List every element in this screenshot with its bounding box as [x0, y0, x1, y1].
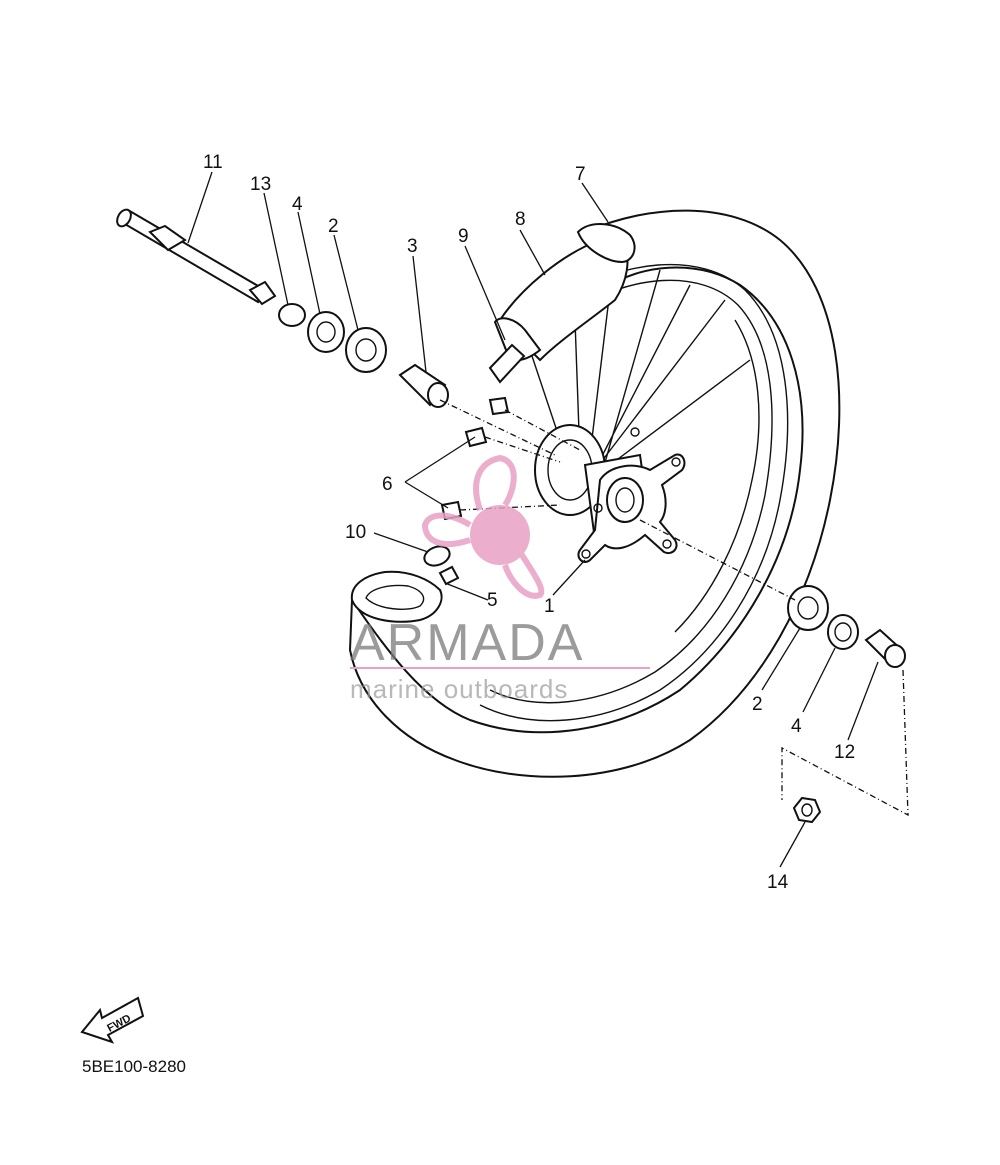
watermark-tagline: marine outboards [350, 674, 568, 704]
nut-14 [792, 796, 822, 824]
bearing-2-right [787, 585, 829, 631]
callout-13: 13 [250, 174, 271, 195]
bearing-2-left [345, 327, 387, 373]
rim-band-8 [498, 223, 636, 362]
balance-weight-10 [423, 545, 460, 586]
callout-2-left: 2 [328, 216, 339, 237]
leader-lines [187, 171, 879, 868]
callout-4-right: 4 [791, 716, 802, 737]
callout-2-right: 2 [752, 694, 763, 715]
callout-10: 10 [345, 522, 366, 543]
callout-6: 6 [382, 474, 393, 495]
callout-1: 1 [544, 596, 555, 617]
callout-3: 3 [407, 236, 418, 257]
fwd-arrow-icon: FWD [80, 996, 145, 1044]
collar-13 [278, 303, 306, 327]
tire-7 [348, 209, 841, 778]
callout-7: 7 [575, 164, 586, 185]
callout-9: 9 [458, 226, 469, 247]
callout-5: 5 [487, 590, 498, 611]
tube-valve-9 [488, 317, 542, 384]
callout-11: 11 [203, 152, 223, 173]
drawing-code: 5BE100-8280 [82, 1057, 186, 1076]
oil-seal-4-left [307, 311, 345, 353]
propeller-logo-icon [421, 454, 545, 599]
oil-seal-4-right [827, 614, 859, 650]
axle-11 [116, 208, 277, 306]
callout-14: 14 [767, 872, 789, 893]
collar-12 [864, 628, 906, 668]
hub-1 [534, 424, 686, 563]
callout-4-left: 4 [292, 194, 303, 215]
callout-12: 12 [834, 742, 855, 763]
callout-8: 8 [515, 209, 526, 230]
armada-watermark: ARMADA marine outboards [350, 454, 650, 704]
watermark-brand: ARMADA [350, 614, 584, 672]
